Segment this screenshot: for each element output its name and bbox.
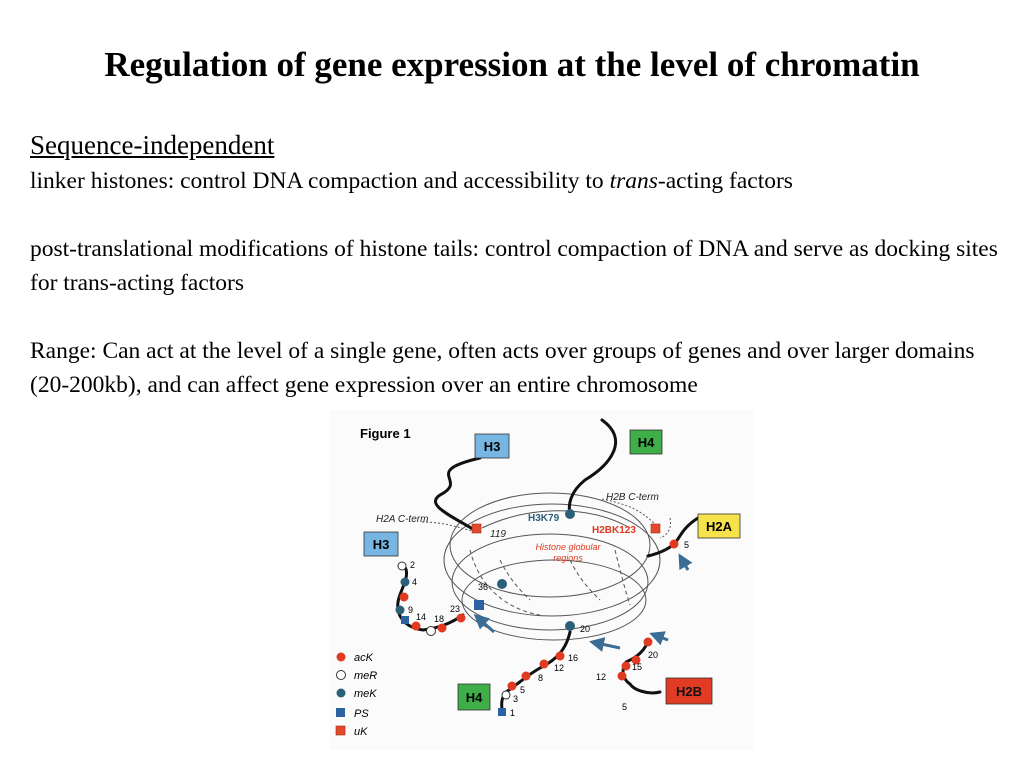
histone-box-h2a: H2A (697, 513, 741, 539)
histone-box-h4-bottom: H4 (457, 683, 491, 711)
h3k79-label: H3K79 (528, 513, 560, 524)
svg-text:5: 5 (684, 540, 689, 550)
svg-text:H4: H4 (466, 690, 483, 705)
legend-mek-marker (336, 688, 346, 698)
nucleosome-diagram: Figure 1 H2A C-t (335, 418, 741, 738)
svg-text:12: 12 (596, 672, 606, 682)
svg-text:H3: H3 (373, 537, 390, 552)
svg-text:8: 8 (538, 673, 543, 683)
histone-box-h2b: H2B (665, 677, 713, 705)
svg-text:3: 3 (513, 694, 518, 704)
nucleosome-core (443, 492, 661, 641)
svg-text:H2B: H2B (676, 684, 702, 699)
ptm-paragraph: post-translational modifications of hist… (30, 236, 998, 296)
h4-top-tail (567, 418, 617, 516)
h2bk123-mark (650, 523, 661, 534)
svg-text:23: 23 (450, 604, 460, 614)
linker-text-before: linker histones: control DNA compaction … (30, 168, 610, 194)
svg-text:1: 1 (510, 708, 515, 718)
svg-text:H3: H3 (484, 439, 501, 454)
globular-label-2: regions (553, 553, 583, 563)
h2bk123-label: H2BK123 (592, 525, 636, 536)
svg-text:36: 36 (478, 582, 488, 592)
legend-mek-label: meK (354, 688, 377, 700)
histone-box-h3-top: H3 (474, 433, 510, 459)
svg-text:12: 12 (554, 663, 564, 673)
svg-text:5: 5 (622, 702, 627, 712)
svg-text:18: 18 (434, 614, 444, 624)
svg-text:2: 2 (410, 560, 415, 570)
linker-text-italic: trans (609, 168, 658, 194)
svg-text:15: 15 (632, 662, 642, 672)
figure-legend: acK meR meK PS uK (335, 652, 377, 738)
legend-uk-marker (335, 725, 346, 736)
histone-box-h4-top: H4 (629, 429, 663, 455)
residue-119-label: 119 (490, 529, 506, 540)
svg-text:H2A: H2A (706, 519, 733, 534)
chromatin-figure: Figure 1 H2A C-t (330, 410, 754, 750)
h2b-residues: 5 12 15 20 (596, 637, 658, 712)
legend-ack-label: acK (354, 652, 374, 664)
h2a-residues: 5 (669, 539, 689, 550)
uk-119-mark (471, 523, 482, 534)
range-paragraph: Range: Can act at the level of a single … (30, 338, 975, 398)
legend-ps-label: PS (354, 708, 369, 720)
linker-text-after: -acting factors (657, 168, 793, 194)
legend-mer-marker (336, 670, 346, 680)
access-arrows (473, 553, 693, 652)
h3-residues: 2 4 9 14 18 23 36 (395, 560, 507, 636)
svg-text:20: 20 (648, 650, 658, 660)
svg-text:14: 14 (416, 612, 426, 622)
h2a-cterm-label: H2A C-term (376, 514, 428, 525)
legend-ps-marker (336, 708, 345, 717)
svg-text:H4: H4 (638, 435, 655, 450)
svg-text:9: 9 (408, 605, 413, 615)
section-heading: Sequence-independent (30, 130, 275, 160)
legend-uk-label: uK (354, 726, 368, 738)
svg-text:16: 16 (568, 653, 578, 663)
legend-ack-marker (336, 652, 346, 662)
svg-text:5: 5 (520, 685, 525, 695)
svg-text:20: 20 (580, 624, 590, 634)
legend-mer-label: meR (354, 670, 377, 682)
svg-text:4: 4 (412, 577, 417, 587)
slide-body: Sequence-independent linker histones: co… (30, 126, 1000, 402)
h3-top-tail (433, 456, 482, 533)
slide-title: Regulation of gene expression at the lev… (104, 45, 920, 84)
linker-histones-text: linker histones: control DNA compaction … (30, 164, 1000, 198)
globular-label-1: Histone globular (535, 542, 601, 552)
histone-box-h3-left: H3 (363, 531, 399, 557)
h4-residues: 1 3 5 8 12 16 20 (498, 621, 590, 718)
h3k79-mark (565, 509, 575, 519)
figure-caption: Figure 1 (360, 426, 411, 441)
h2b-cterm-label: H2B C-term (606, 492, 659, 503)
